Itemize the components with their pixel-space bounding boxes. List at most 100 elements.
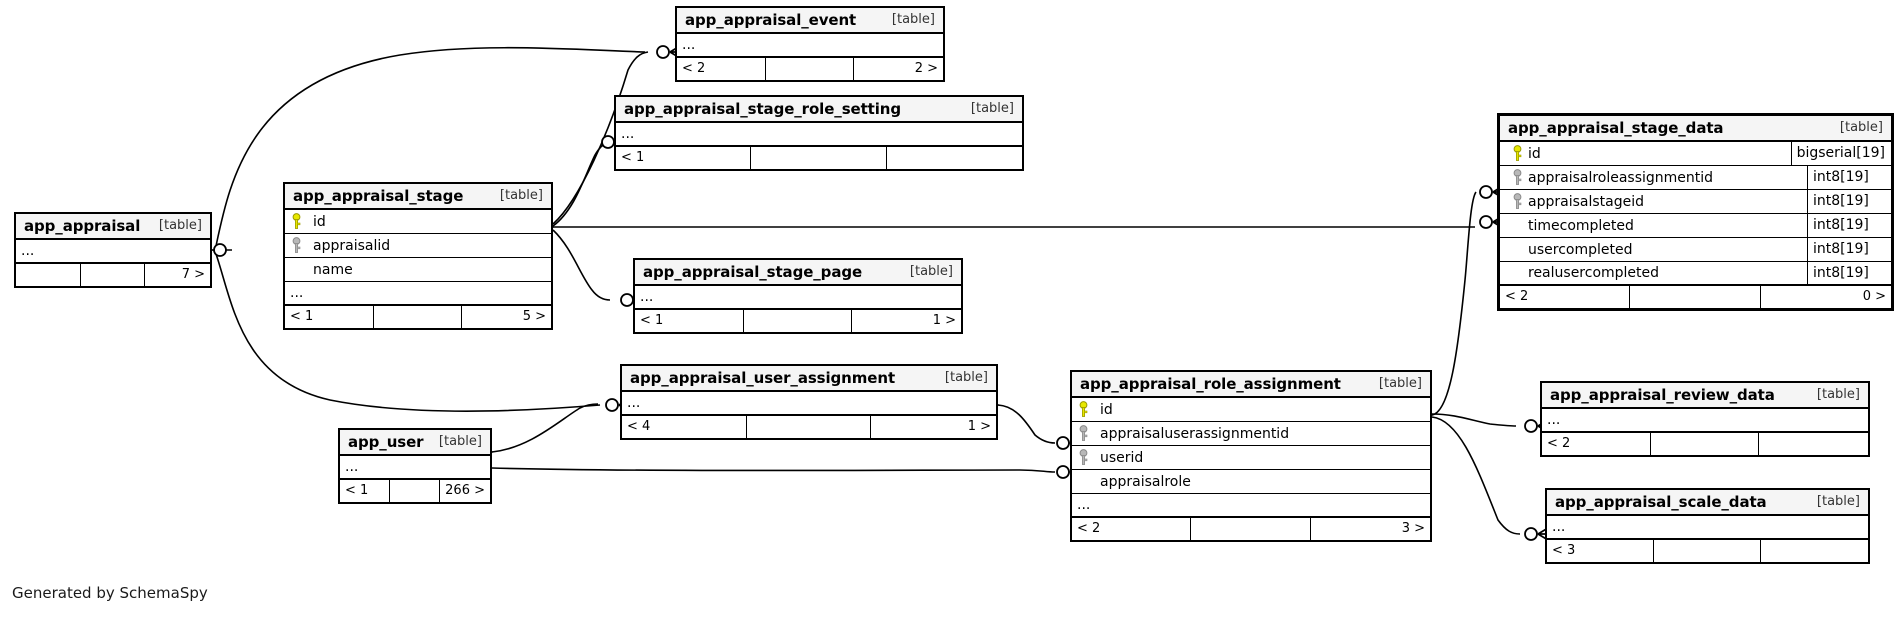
footer-child-count bbox=[1759, 433, 1868, 455]
column-label: timecompleted bbox=[1500, 218, 1807, 234]
table-node-app-appraisal-stage-role-setting[interactable]: app_appraisal_stage_role_setting [table]… bbox=[614, 95, 1024, 171]
table-title-bar: app_user [table] bbox=[340, 430, 490, 456]
column-type: int8[19] bbox=[1807, 214, 1891, 237]
table-node-app-appraisal[interactable]: app_appraisal [table] ... 7 > bbox=[14, 212, 212, 288]
footer-child-count: 0 > bbox=[1862, 289, 1886, 304]
table-name: app_appraisal bbox=[24, 216, 141, 235]
table-node-app-appraisal-stage[interactable]: app_appraisal_stage [table] id appraisal… bbox=[283, 182, 553, 330]
table-tag: [table] bbox=[1839, 120, 1883, 135]
footer-child-count: 2 > bbox=[914, 61, 939, 76]
column-type: int8[19] bbox=[1807, 262, 1891, 284]
table-footer: < 3 bbox=[1547, 540, 1868, 562]
table-footer: < 1 bbox=[616, 147, 1022, 169]
footer-child-count bbox=[1761, 540, 1868, 562]
column-row-id[interactable]: id bbox=[285, 210, 551, 234]
column-row-id[interactable]: id bbox=[1072, 398, 1430, 422]
column-row-timecompleted[interactable]: timecompleted int8[19] bbox=[1500, 214, 1891, 238]
footer-parent-count: < 2 bbox=[1072, 518, 1192, 540]
column-type: int8[19] bbox=[1807, 166, 1891, 189]
table-name: app_appraisal_role_assignment bbox=[1080, 374, 1341, 393]
column-label: id bbox=[1500, 145, 1791, 162]
footer-parent-count: < 1 bbox=[635, 310, 744, 332]
table-title-bar: app_appraisal_user_assignment [table] bbox=[622, 366, 996, 392]
column-row-name[interactable]: name bbox=[285, 258, 551, 282]
footer-middle bbox=[81, 264, 146, 286]
table-title-bar: app_appraisal_stage_page [table] bbox=[635, 260, 961, 286]
column-row-appraisalroleassignmentid[interactable]: appraisalroleassignmentid int8[19] bbox=[1500, 166, 1891, 190]
hidden-columns-ellipsis: ... bbox=[1542, 409, 1868, 433]
footer-parent-count: < 3 bbox=[1547, 540, 1654, 562]
table-tag: [table] bbox=[1816, 387, 1860, 402]
column-row-userid[interactable]: userid bbox=[1072, 446, 1430, 470]
table-node-app-appraisal-review-data[interactable]: app_appraisal_review_data [table] ... < … bbox=[1540, 381, 1870, 457]
table-footer: < 4 1 > bbox=[622, 416, 996, 438]
footer-middle bbox=[374, 306, 463, 328]
table-name: app_user bbox=[348, 432, 424, 451]
column-label: realusercompleted bbox=[1500, 265, 1807, 281]
table-title-bar: app_appraisal_event [table] bbox=[677, 8, 943, 34]
footer-parent-count: < 2 bbox=[1542, 433, 1651, 455]
foreign-key-icon bbox=[1506, 169, 1528, 186]
footer-child-count: 7 > bbox=[181, 267, 206, 282]
column-type: int8[19] bbox=[1807, 190, 1891, 213]
footer-parent-count: < 1 bbox=[340, 480, 390, 502]
column-row-appraisaluserassignmentid[interactable]: appraisaluserassignmentid bbox=[1072, 422, 1430, 446]
footer-middle bbox=[1651, 433, 1760, 455]
footer-middle bbox=[744, 310, 853, 332]
table-name: app_appraisal_review_data bbox=[1550, 385, 1775, 404]
hidden-columns-ellipsis: ... bbox=[285, 282, 551, 306]
column-row-id[interactable]: id bigserial[19] bbox=[1500, 142, 1891, 166]
table-node-app-user[interactable]: app_user [table] ... < 1 266 > bbox=[338, 428, 492, 504]
column-name: id bbox=[1528, 145, 1541, 162]
table-title-bar: app_appraisal_stage_data [table] bbox=[1500, 116, 1891, 142]
column-row-usercompleted[interactable]: usercompleted int8[19] bbox=[1500, 238, 1891, 262]
table-footer: < 1 266 > bbox=[340, 480, 490, 502]
footer-middle bbox=[747, 416, 872, 438]
table-node-app-appraisal-role-assignment[interactable]: app_appraisal_role_assignment [table] id… bbox=[1070, 370, 1432, 542]
table-node-app-appraisal-user-assignment[interactable]: app_appraisal_user_assignment [table] ..… bbox=[620, 364, 998, 440]
primary-key-icon bbox=[1072, 401, 1094, 418]
table-footer: < 2 0 > bbox=[1500, 286, 1891, 308]
table-title-bar: app_appraisal_review_data [table] bbox=[1542, 383, 1868, 409]
column-name: appraisalroleassignmentid bbox=[1528, 169, 1714, 186]
footer-middle bbox=[1654, 540, 1761, 562]
table-title-bar: app_appraisal_scale_data [table] bbox=[1547, 490, 1868, 516]
table-footer: < 1 1 > bbox=[635, 310, 961, 332]
hidden-columns-ellipsis: ... bbox=[635, 286, 961, 310]
foreign-key-icon bbox=[1072, 425, 1094, 442]
table-footer: < 1 5 > bbox=[285, 306, 551, 328]
footer-child-count: 1 > bbox=[932, 313, 957, 328]
footer-parent-count: < 1 bbox=[285, 306, 374, 328]
column-name: usercompleted bbox=[1528, 241, 1633, 258]
column-row-appraisalid[interactable]: appraisalid bbox=[285, 234, 551, 258]
hidden-columns-ellipsis: ... bbox=[677, 34, 943, 58]
column-name: appraisaluserassignmentid bbox=[1100, 425, 1290, 442]
table-name: app_appraisal_event bbox=[685, 10, 857, 29]
table-node-app-appraisal-scale-data[interactable]: app_appraisal_scale_data [table] ... < 3 bbox=[1545, 488, 1870, 564]
column-label: usercompleted bbox=[1500, 242, 1807, 258]
footer-parent-count: < 2 bbox=[1500, 286, 1631, 308]
column-row-realusercompleted[interactable]: realusercompleted int8[19] bbox=[1500, 262, 1891, 286]
column-row-appraisalrole[interactable]: appraisalrole bbox=[1072, 470, 1430, 494]
table-node-app-appraisal-stage-data[interactable]: app_appraisal_stage_data [table] id bigs… bbox=[1497, 113, 1894, 311]
footer-parent-count: < 4 bbox=[622, 416, 747, 438]
column-label: appraisalstageid bbox=[1500, 193, 1807, 210]
column-name: userid bbox=[1100, 449, 1144, 466]
column-row-appraisalstageid[interactable]: appraisalstageid int8[19] bbox=[1500, 190, 1891, 214]
footer-child-count: 3 > bbox=[1401, 521, 1425, 536]
table-node-app-appraisal-stage-page[interactable]: app_appraisal_stage_page [table] ... < 1… bbox=[633, 258, 963, 334]
table-footer: < 2 2 > bbox=[677, 58, 943, 80]
primary-key-icon bbox=[1506, 145, 1528, 162]
table-tag: [table] bbox=[970, 101, 1014, 116]
table-tag: [table] bbox=[158, 218, 202, 233]
table-tag: [table] bbox=[944, 370, 988, 385]
table-name: app_appraisal_stage bbox=[293, 186, 464, 205]
table-title-bar: app_appraisal_role_assignment [table] bbox=[1072, 372, 1430, 398]
table-node-app-appraisal-event[interactable]: app_appraisal_event [table] ... < 2 2 > bbox=[675, 6, 945, 82]
footer-middle bbox=[766, 58, 855, 80]
column-type: int8[19] bbox=[1807, 238, 1891, 261]
hidden-columns-ellipsis: ... bbox=[616, 123, 1022, 147]
table-tag: [table] bbox=[1378, 376, 1422, 391]
foreign-key-icon bbox=[1506, 193, 1528, 210]
primary-key-icon bbox=[285, 213, 307, 230]
